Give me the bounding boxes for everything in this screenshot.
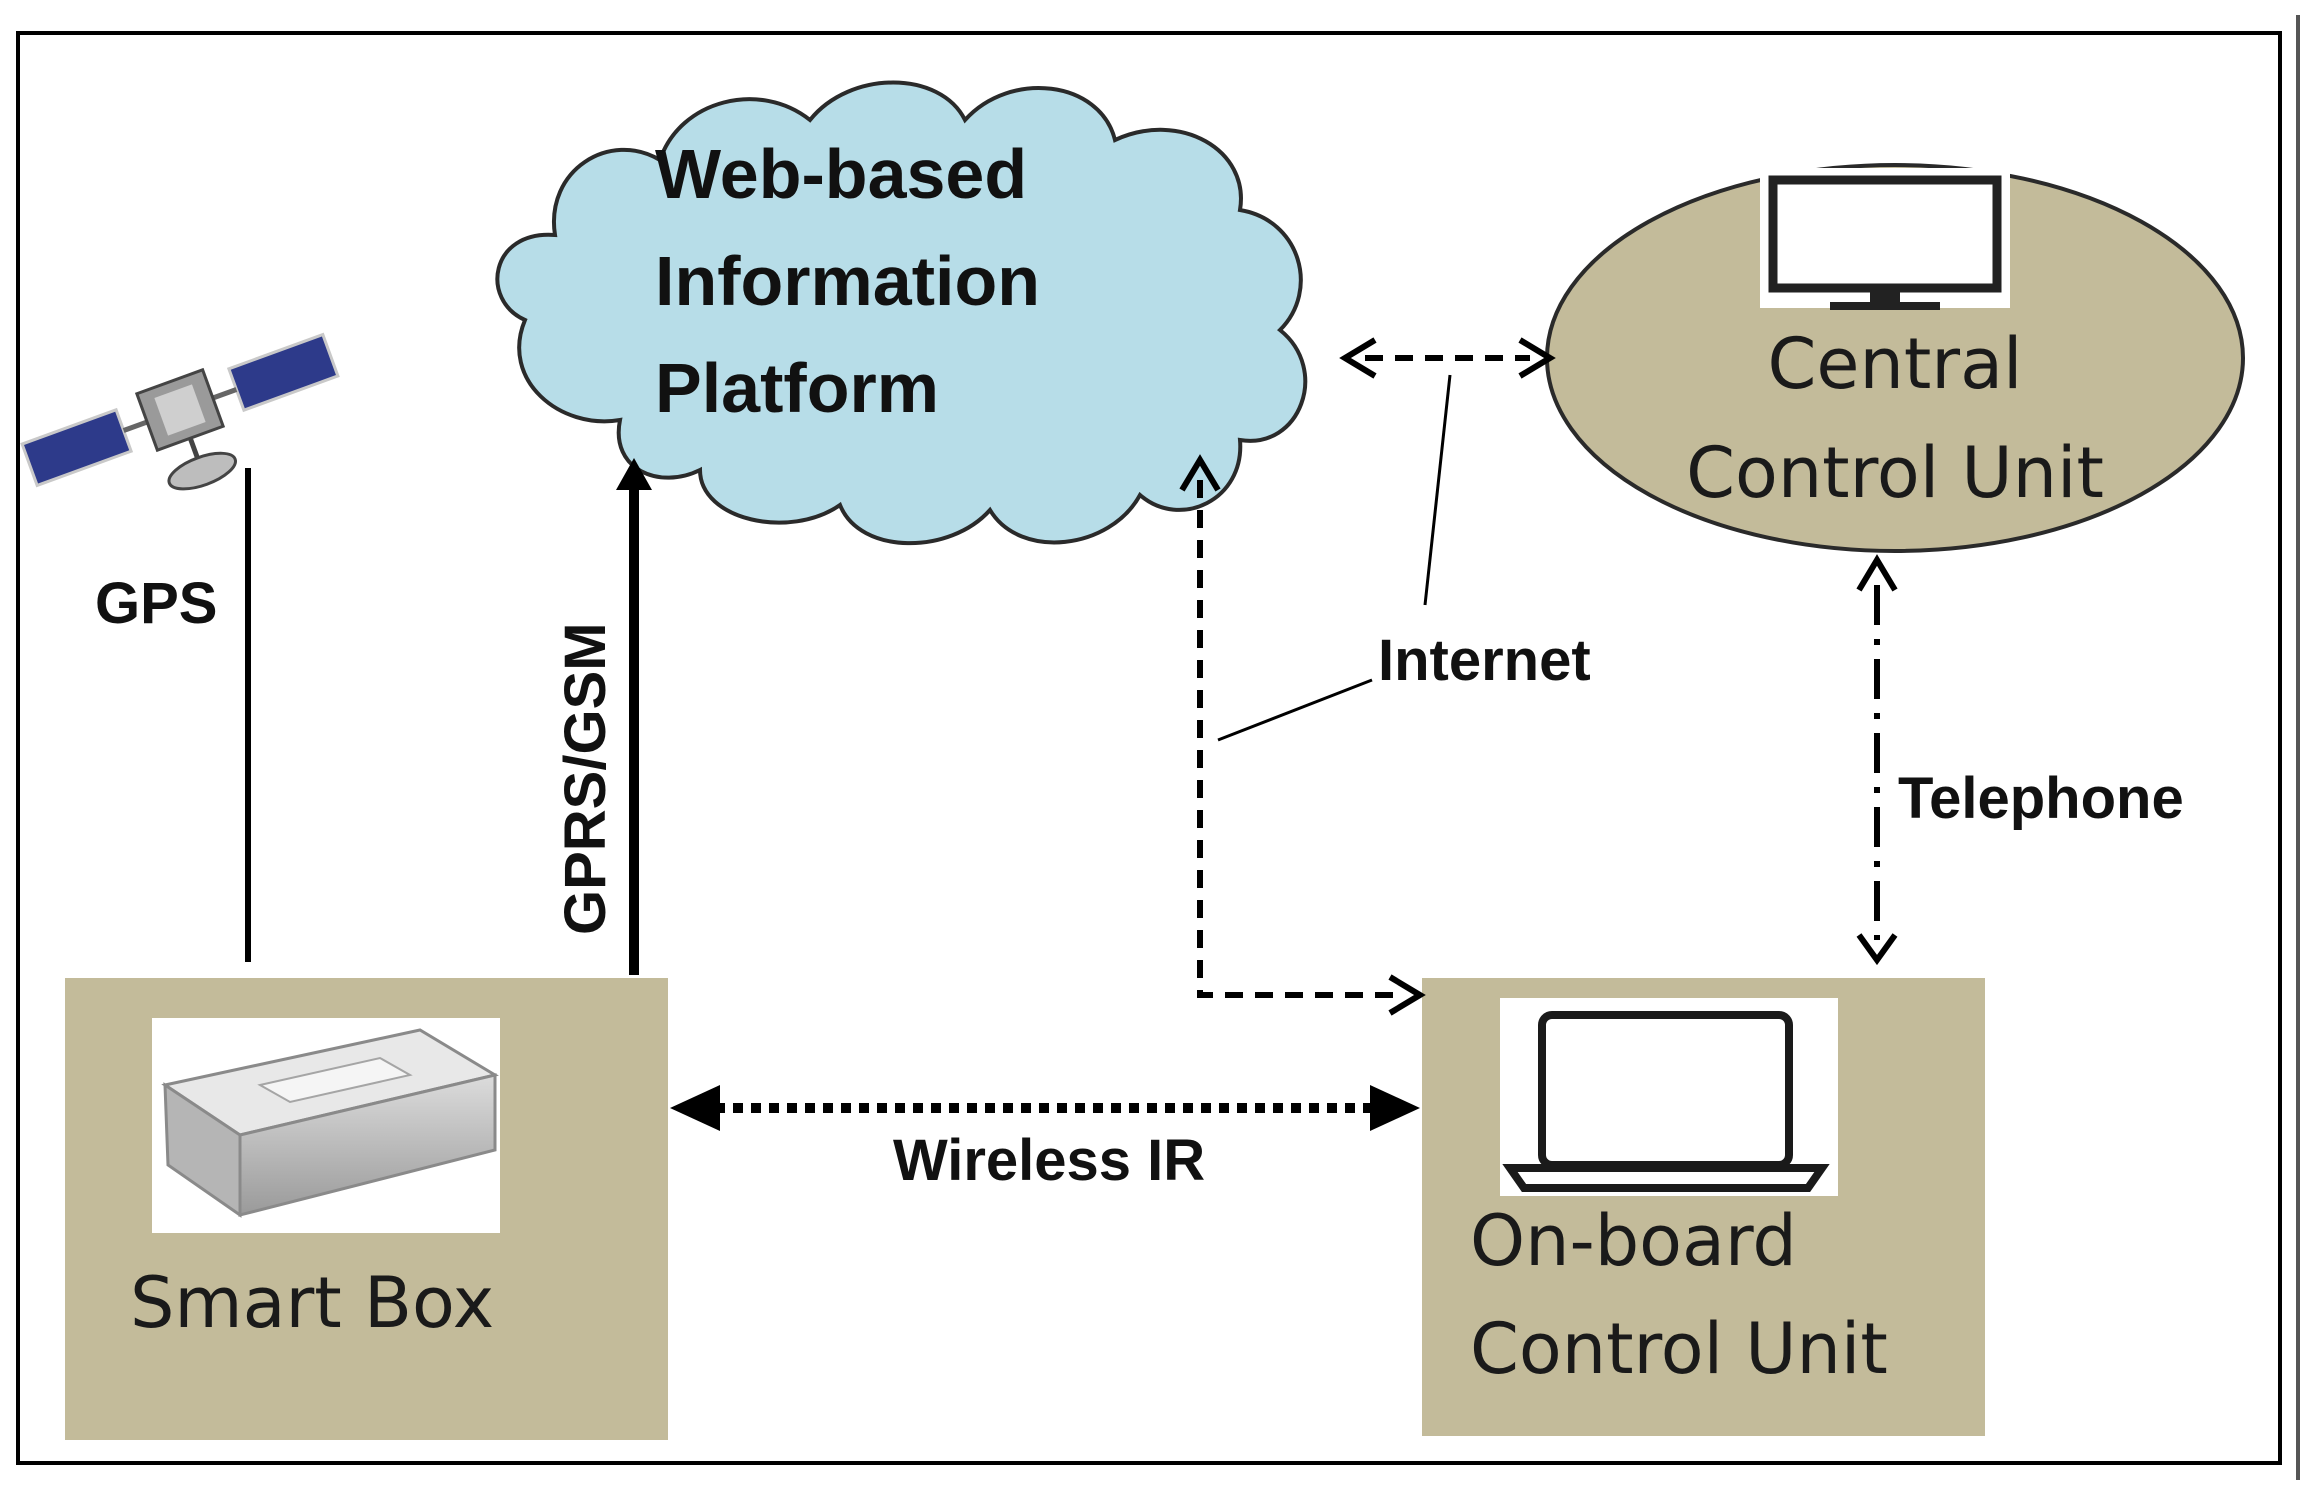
cloud-label-line1: Web-based xyxy=(655,135,1027,213)
cloud-onboard-arrow-right xyxy=(1388,974,1426,1016)
diagram-frame xyxy=(16,31,2282,1465)
cloud-label-line3: Platform xyxy=(655,349,939,427)
wireless-ir-arrow-right xyxy=(1370,1085,1420,1131)
internet-label: Internet xyxy=(1378,628,1591,693)
satellite-icon xyxy=(20,332,340,491)
internet-callout-upper xyxy=(1423,374,1452,606)
laptop-icon xyxy=(1500,998,1838,1196)
telephone-label: Telephone xyxy=(1898,766,2184,831)
smart-box-node: Smart Box xyxy=(65,978,668,1440)
onboard-control-unit-label-line1: On-board xyxy=(1470,1200,1797,1282)
cloud-label-line2: Information xyxy=(655,242,1040,320)
smart-box-label: Smart Box xyxy=(130,1262,494,1344)
onboard-control-unit-label-line2: Control Unit xyxy=(1470,1308,1888,1390)
telephone-arrow-up xyxy=(1856,554,1898,592)
wireless-ir-arrow-left xyxy=(670,1085,720,1131)
cloud-central-arrow-left xyxy=(1339,337,1377,379)
cloud-shape xyxy=(495,80,1308,546)
smart-box-device-icon xyxy=(152,1018,500,1233)
onboard-control-unit-node: On-board Control Unit xyxy=(1422,978,1985,1436)
central-control-unit-label-line1: Central xyxy=(1768,323,2023,405)
central-control-unit-node: Central Control Unit xyxy=(1545,163,2245,553)
cloud-onboard-arrow-up xyxy=(1179,454,1221,492)
gprs-gsm-arrowhead xyxy=(616,458,652,490)
central-control-unit-label-line2: Control Unit xyxy=(1686,432,2104,514)
gprs-gsm-label: GPRS/GSM xyxy=(553,622,618,935)
gps-label: GPS xyxy=(95,571,218,636)
telephone-arrow-down xyxy=(1856,933,1898,966)
monitor-icon xyxy=(1760,168,2010,310)
cloud-central-arrow-right xyxy=(1518,337,1556,379)
cloud-onboard-link xyxy=(1197,480,1400,998)
wireless-ir-label: Wireless IR xyxy=(893,1128,1205,1193)
cloud-node: Web-based Information Platform xyxy=(495,80,1308,546)
internet-callout-lower xyxy=(1217,678,1373,742)
